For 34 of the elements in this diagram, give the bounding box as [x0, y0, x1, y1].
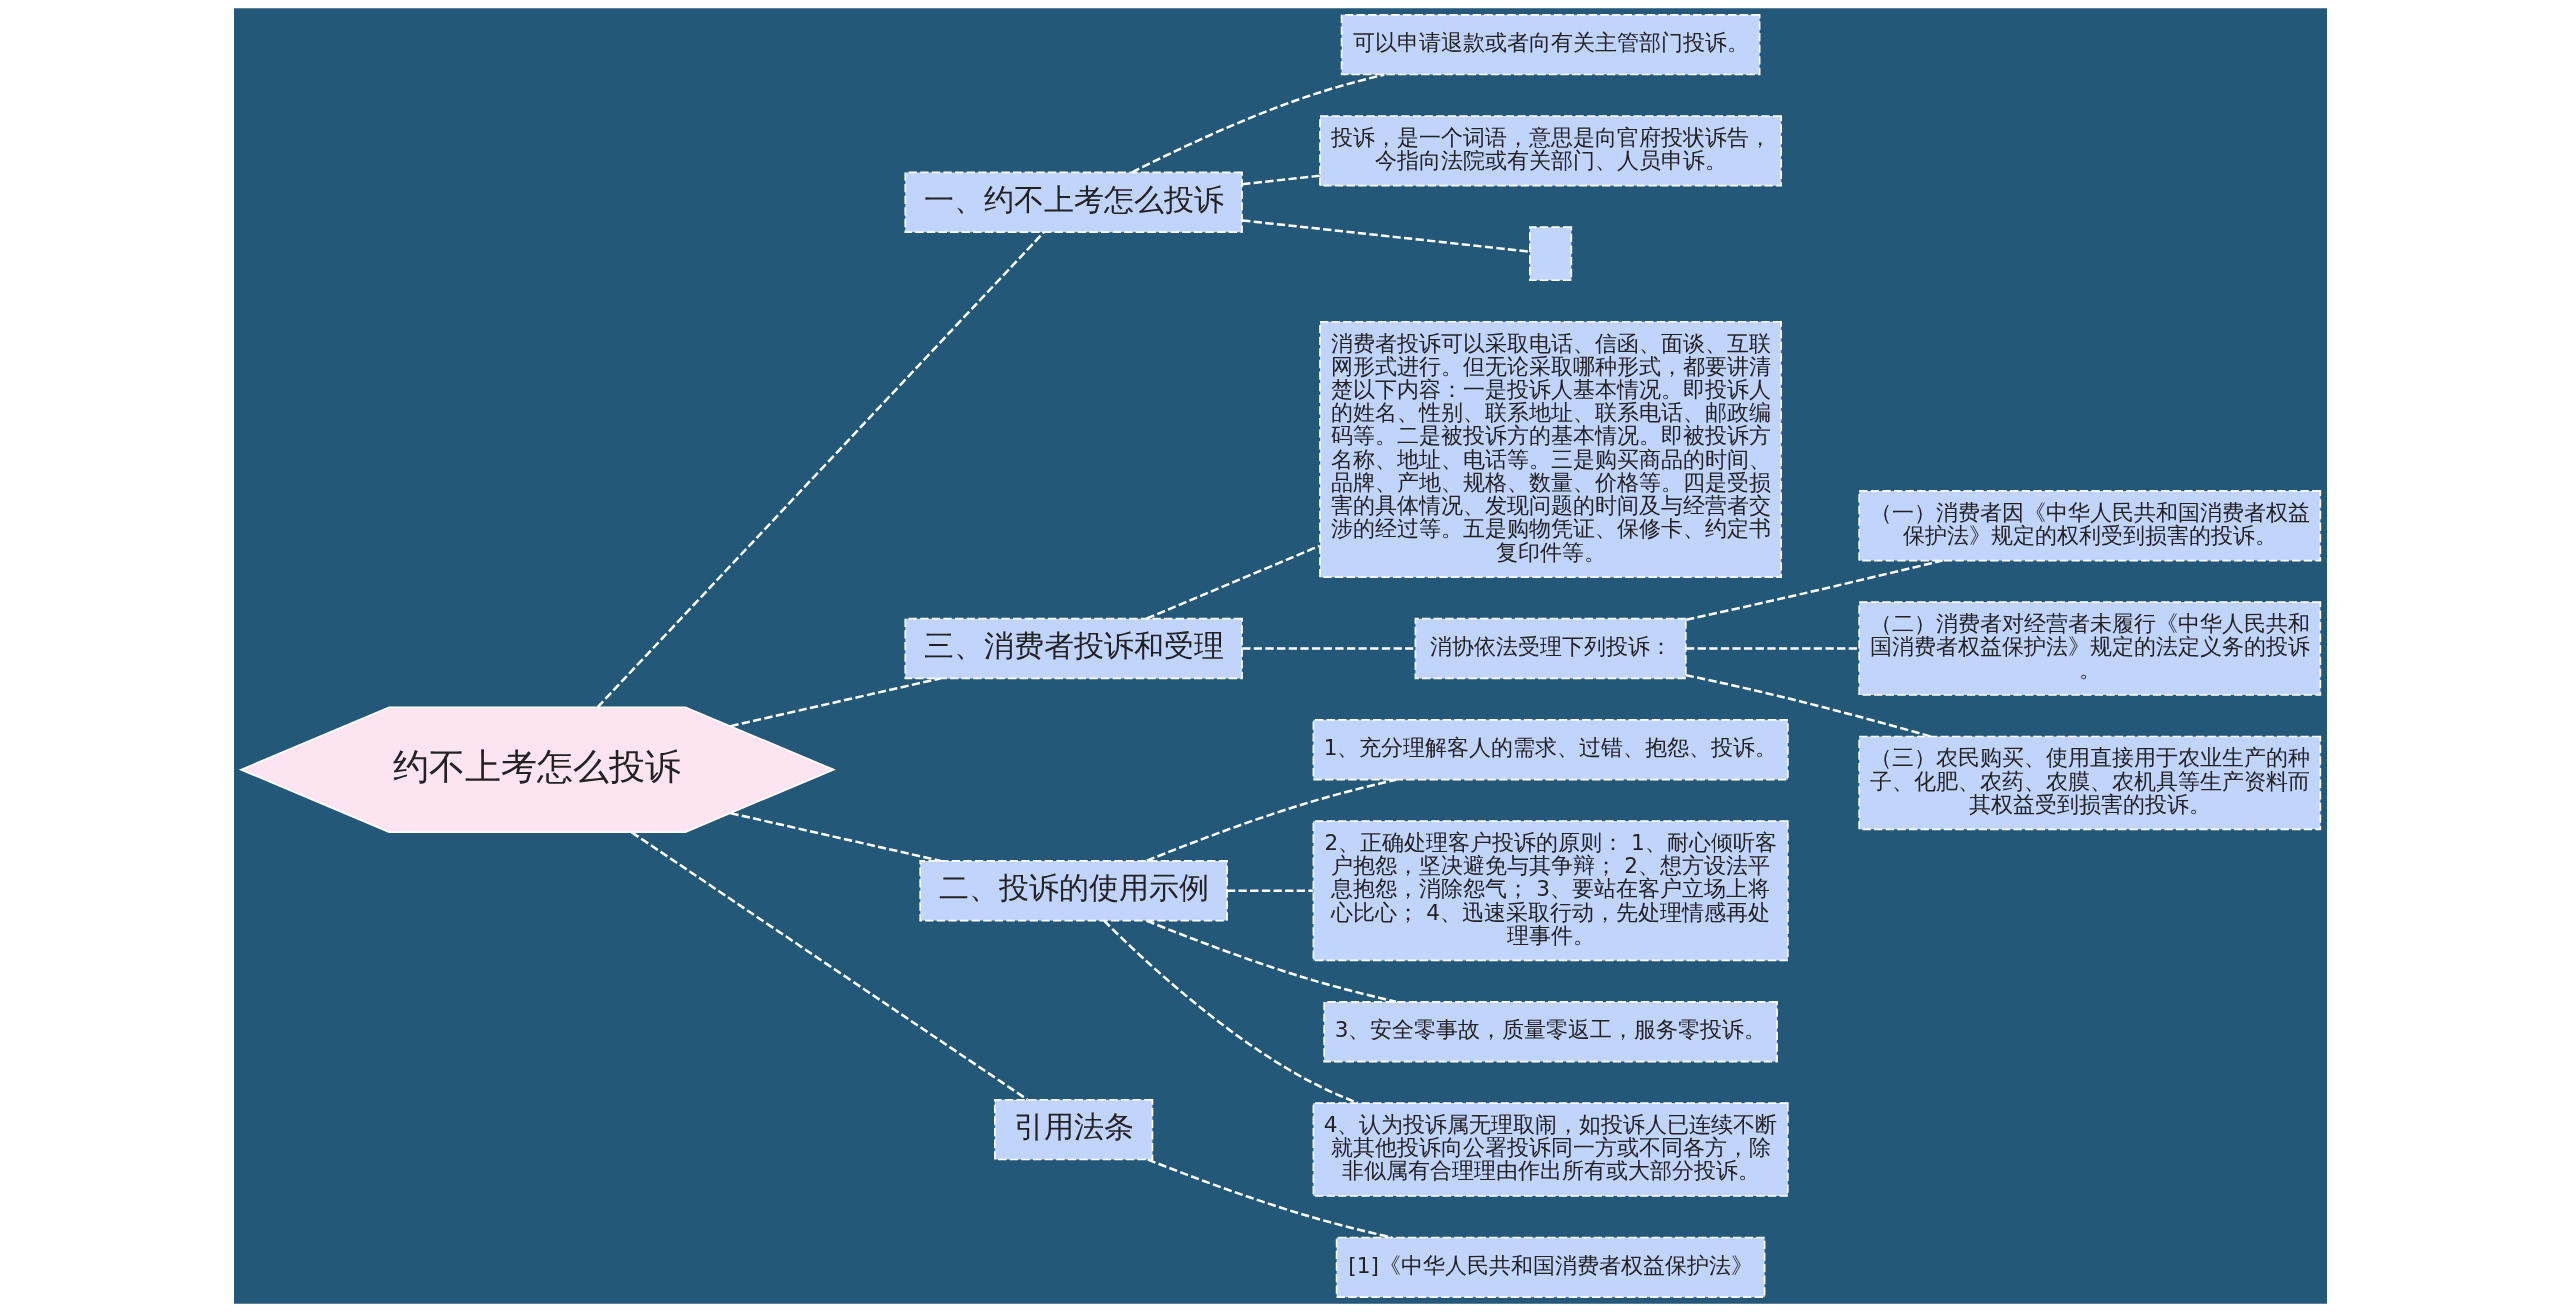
node-box: 三、消费者投诉和受理: [903, 617, 1243, 680]
node-box: 1、充分理解客人的需求、过错、抱怨、投诉。: [1312, 719, 1789, 781]
connector: [729, 677, 941, 728]
node-box: 可以申请退款或者向有关主管部门投诉。: [1340, 14, 1760, 76]
node-box: 消协依法受理下列投诉：: [1414, 617, 1687, 680]
connector: [1131, 73, 1385, 174]
node-box: （三）农民购买、使用直接用于农业生产的种子、化肥、农药、农膜、农机具等生产资料而其权益受到损害的投诉。: [1857, 735, 2321, 831]
connector: [1241, 174, 1320, 186]
node-box: 投诉，是一个词语，意思是向官府投状诉告，今指向法院或有关部门、人员申诉。: [1318, 115, 1782, 187]
node-box: 3、安全零事故，质量零返工，服务零投诉。: [1322, 1001, 1778, 1063]
node-box: 一、约不上考怎么投诉: [903, 171, 1243, 233]
node-box: 二、投诉的使用示例: [918, 860, 1228, 922]
connector: [1685, 647, 1859, 650]
connector: [1241, 219, 1530, 253]
node-box: 2、正确处理客户投诉的原则： 1、耐心倾听客户抱怨，坚决避免与其争辩； 2、想方设法平息抱怨，消除怨气； 3、要站在客户立场上将心比心； 4、迅速采取行动，先处理情感再处理事件。: [1312, 820, 1789, 962]
connector: [1685, 673, 1931, 738]
connector: [630, 831, 1028, 1101]
connector: [729, 811, 941, 863]
connector: [1145, 778, 1396, 862]
connector: [596, 231, 1045, 709]
connector: [1241, 647, 1415, 650]
connector: [1102, 919, 1358, 1105]
connector: [1145, 919, 1396, 1003]
connector: [1145, 544, 1320, 620]
node-box: 引用法条: [993, 1098, 1153, 1161]
node-box: （二）消费者对经营者未履行《中华人民共和国消费者权益保护法》规定的法定义务的投诉。: [1857, 601, 2321, 696]
node-box: [1528, 226, 1572, 282]
connector: [1226, 889, 1313, 892]
node-box: 4、认为投诉属无理取闹，如投诉人已连续不断就其他投诉向公署投诉同一方或不同各方，除非似属有合理理由作出所有或大部分投诉。: [1312, 1102, 1789, 1197]
connector: [1685, 559, 1943, 621]
connector: [1146, 1158, 1392, 1239]
node-box: 消费者投诉可以采取电话、信函、面谈、互联网形式进行。但无论采取哪种形式，都要讲清楚以下内容：一是投诉人基本情况。即投诉人的姓名、性别、联系地址、联系电话、邮政编码等。二是被投诉方的基本情况。即被投诉方名称、地址、电话等。三是购买商品的时间、品牌、产地、规格、数量、价格等。四是受损害的具体情况、发现问题的时间及与经营者交涉的经过等。五是购物凭证、保修卡、约定书复印件等。: [1318, 320, 1782, 579]
node-box: （一）消费者因《中华人民共和国消费者权益保护法》规定的权利受到损害的投诉。: [1857, 490, 2321, 562]
node-box: [1]《中华人民共和国消费者权益保护法》: [1335, 1236, 1765, 1298]
